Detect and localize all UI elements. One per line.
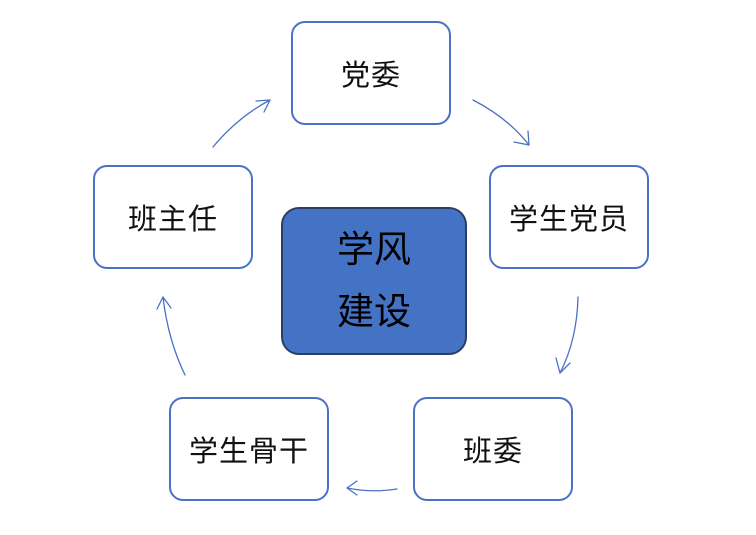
node-banwei: 班委: [413, 397, 573, 501]
center-label-line1: 学风: [337, 228, 411, 271]
arrow-head-xsgg-to-bzr: [156, 296, 172, 310]
arrow-bzr-to-dangwei: [212, 99, 271, 148]
arrow-head-xsdy-to-banwei: [555, 357, 571, 374]
node-xuesheng-dangyuan: 学生党员: [489, 165, 649, 269]
node-dangwei: 党委: [291, 21, 451, 125]
node-xuesheng-gugan: 学生骨干: [169, 397, 329, 501]
arrow-head-dangwei-to-xsdy: [513, 130, 530, 146]
center-node-xuefeng-jianshe: 学风 建设: [281, 207, 467, 355]
arrow-head-bzr-to-dangwei: [255, 99, 271, 113]
node-banzhuren: 班主任: [93, 165, 253, 269]
arrow-xsgg-to-bzr: [162, 296, 186, 376]
arrow-head-banwei-to-xsgg: [346, 480, 358, 496]
arrow-banwei-to-xsgg: [346, 487, 398, 492]
arrow-xsdy-to-banwei: [559, 296, 579, 374]
arrow-dangwei-to-xsdy: [472, 99, 530, 146]
center-label-line2: 建设: [337, 290, 411, 333]
